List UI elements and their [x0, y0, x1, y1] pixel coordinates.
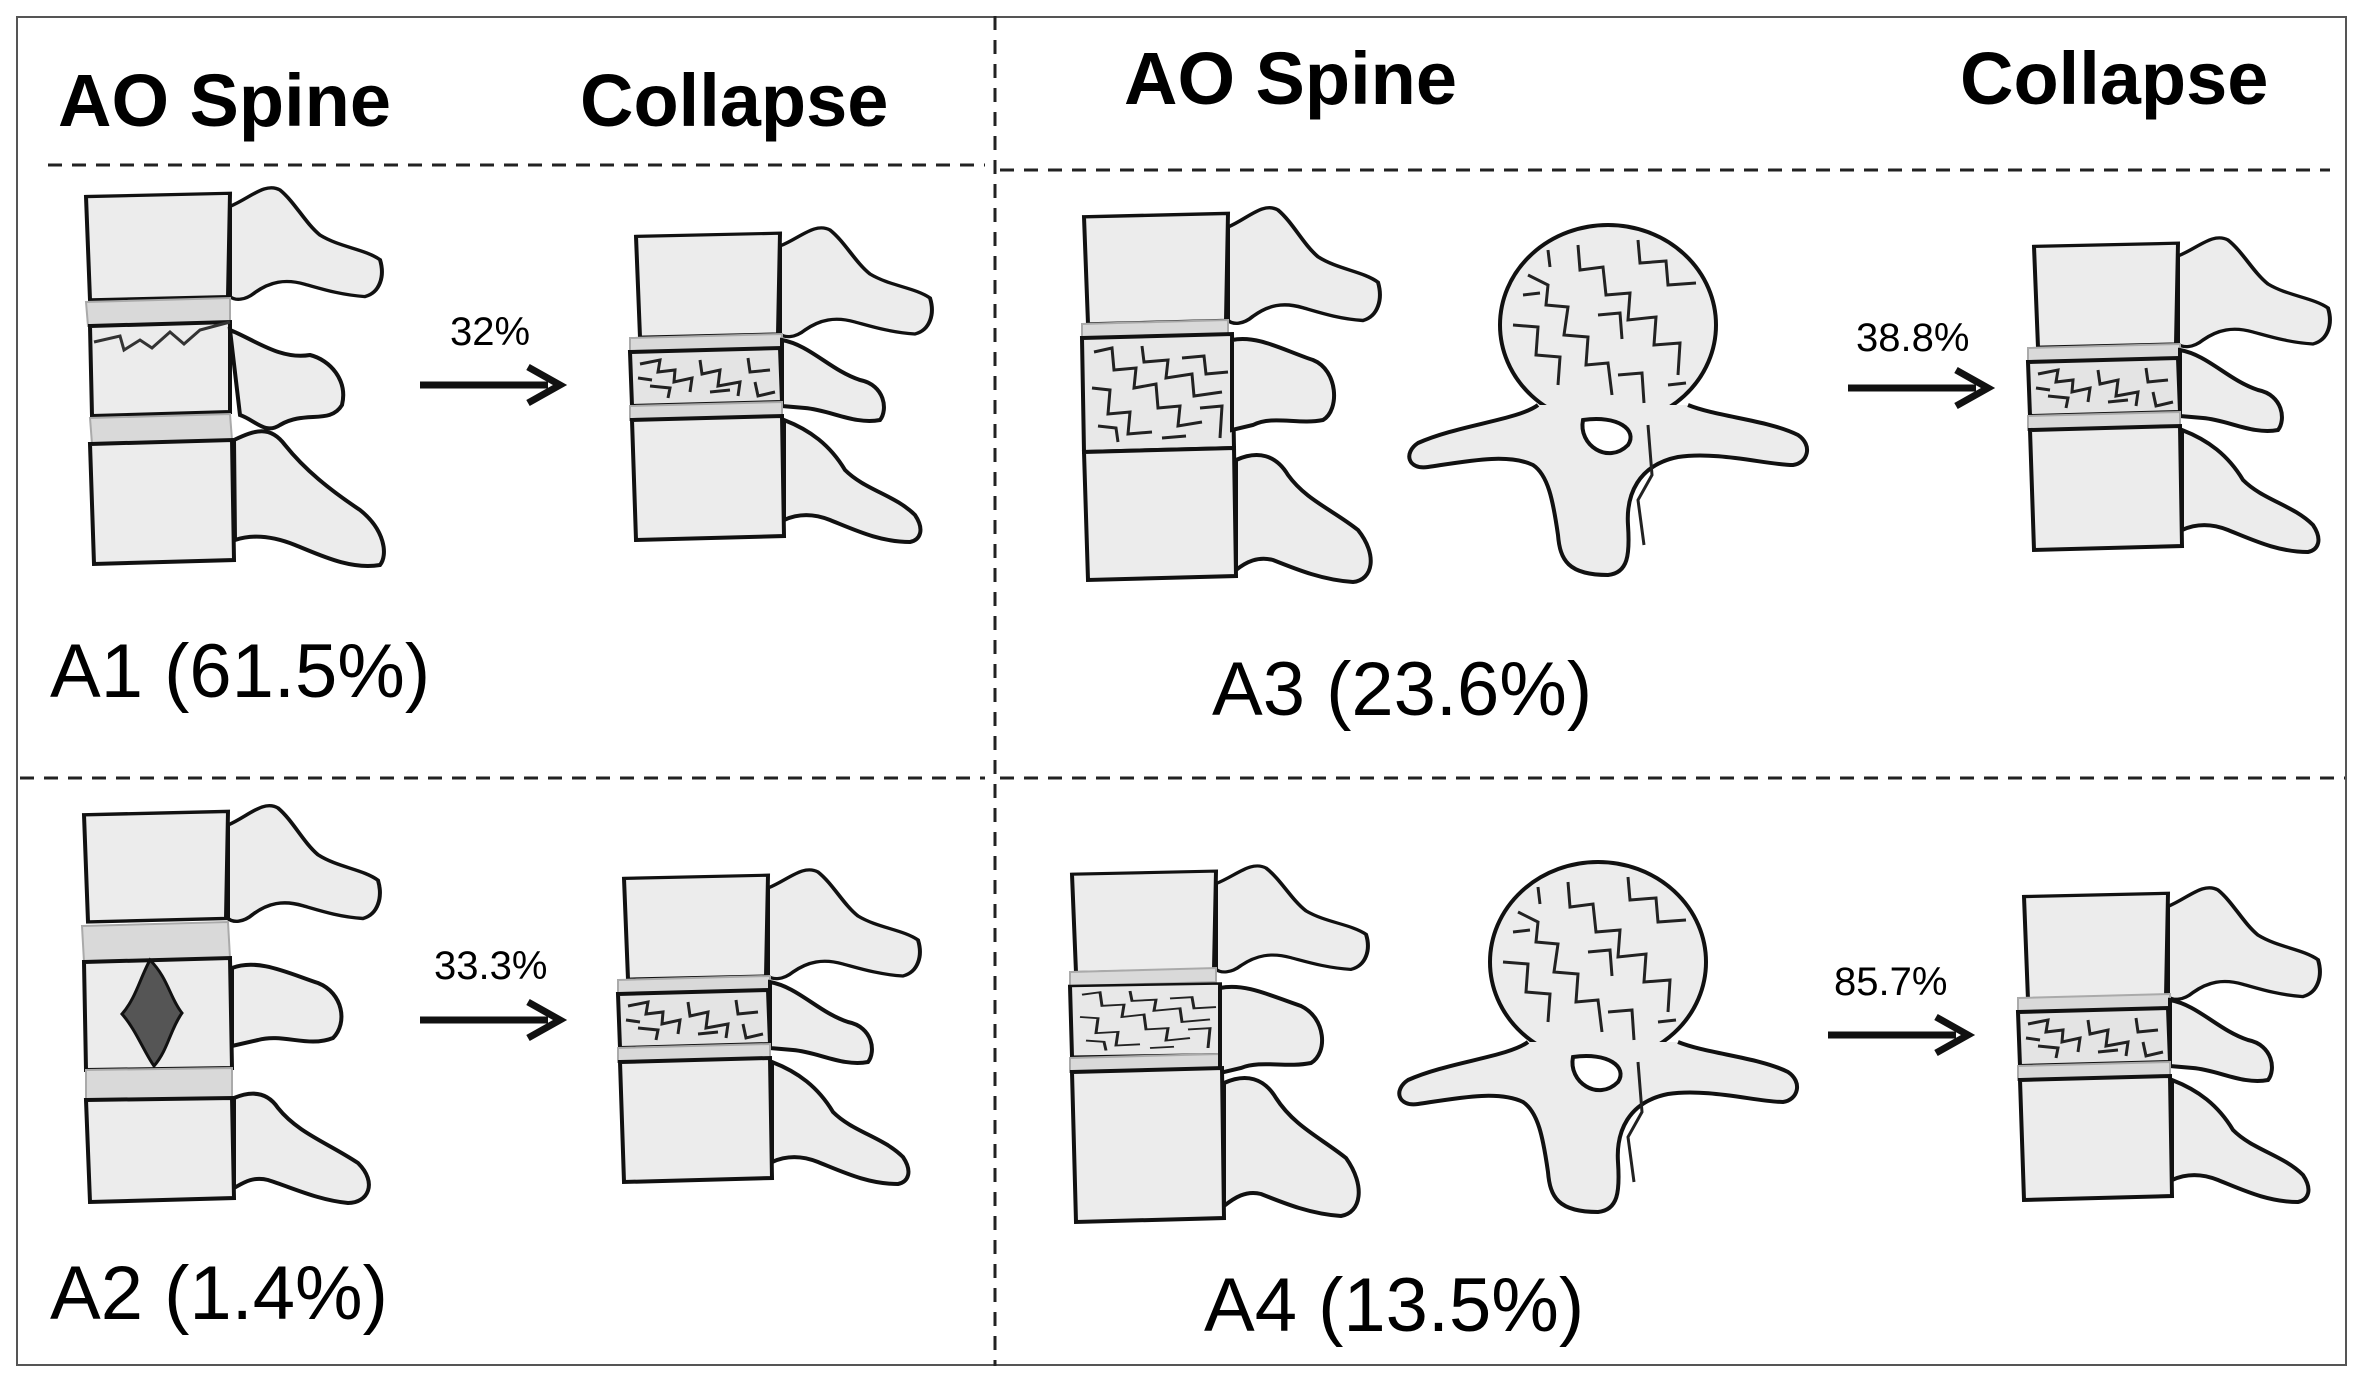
a1-arrow-icon	[420, 367, 560, 403]
a2-arrow-icon	[420, 1002, 560, 1038]
header-collapse-right: Collapse	[1960, 37, 2269, 120]
a4-axial-view	[1397, 860, 1800, 1214]
a1-collapse-rate: 32%	[450, 310, 531, 354]
a3-label: A3 (23.6%)	[1212, 647, 1593, 732]
a1-spine-illustration	[84, 185, 386, 568]
a4-arrow-icon	[1828, 1017, 1968, 1053]
figure-frame	[16, 16, 2347, 1366]
a1-collapse-illustration	[628, 225, 934, 545]
a3-spine-illustration	[1080, 205, 1382, 585]
a3-collapse-rate: 38.8%	[1856, 316, 1970, 360]
a3-axial-view	[1407, 223, 1810, 577]
a4-spine-illustration	[1068, 863, 1370, 1225]
header-collapse-left: Collapse	[580, 59, 889, 142]
a4-label: A4 (13.5%)	[1204, 1263, 1585, 1348]
a2-collapse-illustration	[616, 867, 922, 1187]
a1-label: A1 (61.5%)	[50, 629, 431, 714]
a2-spine-illustration	[80, 803, 382, 1206]
header-ao-spine-left: AO Spine	[58, 59, 392, 142]
header-ao-spine-right: AO Spine	[1124, 37, 1458, 120]
a3-arrow-icon	[1848, 370, 1988, 406]
a3-collapse-illustration	[2026, 235, 2332, 555]
a4-collapse-rate: 85.7%	[1834, 960, 1948, 1004]
a2-label: A2 (1.4%)	[50, 1251, 388, 1336]
a2-collapse-rate: 33.3%	[434, 944, 548, 988]
a4-collapse-illustration	[2016, 885, 2322, 1205]
